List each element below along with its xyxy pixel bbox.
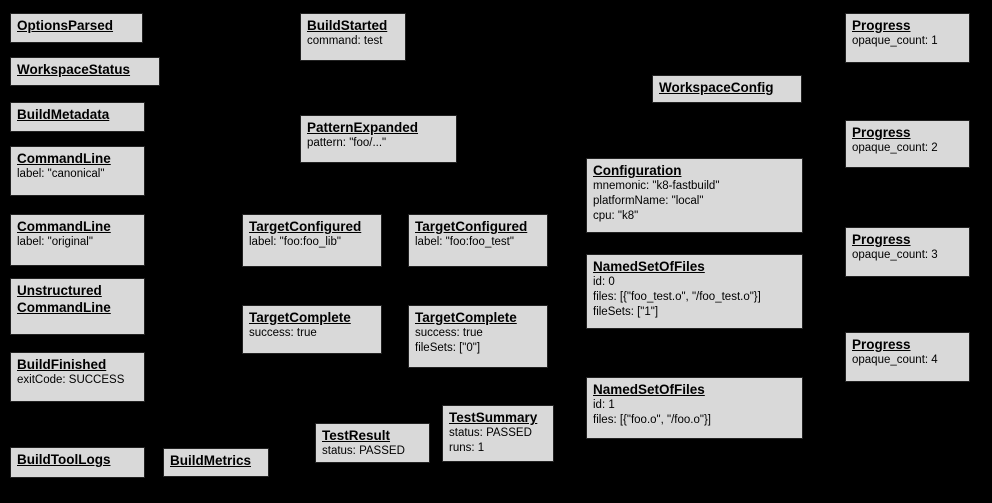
event-attr: status: PASSED	[449, 427, 532, 439]
event-title: Progress	[852, 232, 911, 247]
event-title: BuildMetrics	[170, 453, 252, 468]
event-box-target-complete-foo-test: TargetComplete success: true fileSets: […	[408, 305, 548, 368]
event-title: Unstructured CommandLine	[17, 283, 111, 315]
event-attr: files: [{"foo_test.o", "/foo_test.o"}]	[593, 291, 761, 303]
event-box-test-summary: TestSummary status: PASSED runs: 1	[442, 405, 554, 462]
event-title: TargetComplete	[249, 310, 351, 325]
event-title: BuildFinished	[17, 357, 107, 372]
event-attr: exitCode: SUCCESS	[17, 374, 125, 386]
event-attr: cpu: "k8"	[593, 210, 639, 222]
event-attr: status: PASSED	[322, 445, 405, 457]
event-title: TargetComplete	[415, 310, 517, 325]
event-attr: id: 0	[593, 276, 615, 288]
event-box-pattern-expanded: PatternExpanded pattern: "foo/..."	[300, 115, 457, 163]
event-attr: opaque_count: 3	[852, 249, 938, 261]
event-box-build-metrics: BuildMetrics	[163, 448, 269, 477]
event-title: WorkspaceConfig	[659, 80, 774, 95]
event-title: BuildMetadata	[17, 107, 110, 122]
event-title: BuildStarted	[307, 18, 388, 33]
event-title: NamedSetOfFiles	[593, 382, 705, 397]
event-attr: opaque_count: 1	[852, 35, 938, 47]
event-attr: platformName: "local"	[593, 195, 704, 207]
event-attr: fileSets: ["1"]	[593, 306, 659, 318]
event-title: Progress	[852, 125, 911, 140]
event-attr: command: test	[307, 35, 383, 47]
event-title: PatternExpanded	[307, 120, 419, 135]
event-title: OptionsParsed	[17, 18, 114, 33]
event-box-build-finished: BuildFinished exitCode: SUCCESS	[10, 352, 145, 402]
event-box-workspace-config: WorkspaceConfig	[652, 75, 802, 103]
event-box-workspace-status: WorkspaceStatus	[10, 57, 160, 86]
event-title: Configuration	[593, 163, 682, 178]
event-attr: pattern: "foo/..."	[307, 137, 387, 149]
event-title: TestResult	[322, 428, 391, 443]
event-box-named-set-of-files-0: NamedSetOfFiles id: 0 files: [{"foo_test…	[586, 254, 803, 329]
event-box-target-configured-foo-lib: TargetConfigured label: "foo:foo_lib"	[242, 214, 382, 267]
event-attr: mnemonic: "k8-fastbuild"	[593, 180, 720, 192]
event-attr: label: "foo:foo_lib"	[249, 236, 341, 248]
event-title: NamedSetOfFiles	[593, 259, 705, 274]
event-title: TargetConfigured	[415, 219, 528, 234]
event-box-build-tool-logs: BuildToolLogs	[10, 447, 145, 478]
event-box-target-complete-foo-lib: TargetComplete success: true	[242, 305, 382, 354]
event-attr: opaque_count: 2	[852, 142, 938, 154]
event-box-unstructured-command-line: Unstructured CommandLine	[10, 278, 145, 335]
event-title: CommandLine	[17, 151, 111, 166]
event-title: BuildToolLogs	[17, 452, 111, 467]
event-box-progress-3: Progress opaque_count: 3	[845, 227, 970, 277]
event-box-progress-1: Progress opaque_count: 1	[845, 13, 970, 63]
event-box-target-configured-foo-test: TargetConfigured label: "foo:foo_test"	[408, 214, 548, 267]
event-box-named-set-of-files-1: NamedSetOfFiles id: 1 files: [{"foo.o", …	[586, 377, 803, 439]
event-attr: label: "canonical"	[17, 168, 105, 180]
event-box-build-metadata: BuildMetadata	[10, 102, 145, 132]
event-box-command-line-canonical: CommandLine label: "canonical"	[10, 146, 145, 196]
event-title: TestSummary	[449, 410, 538, 425]
event-title: TargetConfigured	[249, 219, 362, 234]
event-box-progress-4: Progress opaque_count: 4	[845, 332, 970, 382]
event-title: Progress	[852, 337, 911, 352]
event-box-configuration: Configuration mnemonic: "k8-fastbuild" p…	[586, 158, 803, 233]
event-attr: label: "original"	[17, 236, 93, 248]
event-attr: success: true	[249, 327, 317, 339]
event-box-progress-2: Progress opaque_count: 2	[845, 120, 970, 168]
event-box-build-started: BuildStarted command: test	[300, 13, 406, 61]
event-attr: success: true	[415, 327, 483, 339]
event-box-command-line-original: CommandLine label: "original"	[10, 214, 145, 266]
event-title: WorkspaceStatus	[17, 62, 131, 77]
event-attr: opaque_count: 4	[852, 354, 938, 366]
event-box-options-parsed: OptionsParsed	[10, 13, 143, 43]
event-attr: fileSets: ["0"]	[415, 342, 481, 354]
event-attr: runs: 1	[449, 442, 485, 454]
event-box-test-result: TestResult status: PASSED	[315, 423, 430, 463]
event-attr: id: 1	[593, 399, 615, 411]
event-title: CommandLine	[17, 219, 111, 234]
event-attr: files: [{"foo.o", "/foo.o"}]	[593, 414, 711, 426]
event-title: Progress	[852, 18, 911, 33]
event-attr: label: "foo:foo_test"	[415, 236, 514, 248]
